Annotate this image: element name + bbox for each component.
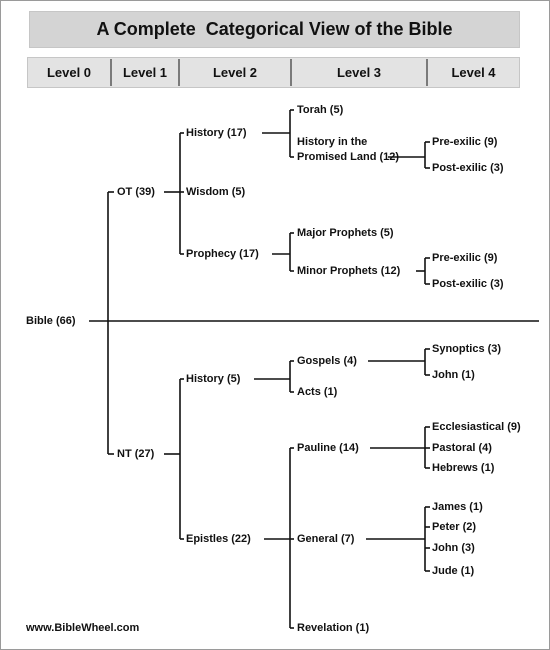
level-separator xyxy=(290,59,292,86)
node-history-post-exilic: Post-exilic (3) xyxy=(432,162,504,174)
level-header-bar: Level 0 Level 1 Level 2 Level 3 Level 4 xyxy=(27,57,520,88)
node-synoptics: Synoptics (3) xyxy=(432,343,502,355)
node-gospel-john: John (1) xyxy=(432,369,475,381)
node-major-prophets: Major Prophets (5) xyxy=(297,227,394,239)
node-acts: Acts (1) xyxy=(297,386,338,398)
node-pauline: Pauline (14) xyxy=(297,442,359,454)
node-ot-history: History (17) xyxy=(186,127,247,139)
level-3-header: Level 3 xyxy=(336,65,382,80)
node-ecclesiastical: Ecclesiastical (9) xyxy=(432,421,521,433)
node-minor-pre-exilic: Pre-exilic (9) xyxy=(432,252,498,264)
level-0-header: Level 0 xyxy=(46,65,92,80)
footer-url: www.BibleWheel.com xyxy=(26,622,140,634)
diagram-title: A Complete Categorical View of the Bible xyxy=(29,11,520,48)
node-revelation: Revelation (1) xyxy=(297,622,370,634)
node-gospels: Gospels (4) xyxy=(297,355,357,367)
node-jude: Jude (1) xyxy=(432,565,475,577)
node-bible: Bible (66) xyxy=(26,314,79,328)
node-peter: Peter (2) xyxy=(432,521,477,533)
node-minor-post-exilic: Post-exilic (3) xyxy=(432,278,504,290)
level-1-header: Level 1 xyxy=(122,65,168,80)
node-epistles: Epistles (22) xyxy=(186,533,251,545)
node-hebrews: Hebrews (1) xyxy=(432,462,495,474)
node-ot: OT (39) xyxy=(117,186,155,198)
node-history-promised-land-line1: History in the xyxy=(297,136,368,148)
node-epistle-john: John (3) xyxy=(432,542,475,554)
node-nt-history: History (5) xyxy=(186,373,241,385)
node-history-pre-exilic: Pre-exilic (9) xyxy=(432,136,498,148)
level-2-header: Level 2 xyxy=(212,65,258,80)
node-pastoral: Pastoral (4) xyxy=(432,442,492,454)
level-separator xyxy=(110,59,112,86)
node-nt: NT (27) xyxy=(117,448,155,460)
node-wisdom: Wisdom (5) xyxy=(186,186,246,198)
level-separator xyxy=(426,59,428,86)
node-general: General (7) xyxy=(297,533,355,545)
node-prophecy: Prophecy (17) xyxy=(186,248,259,260)
node-history-promised-land-line2: Promised Land (12) xyxy=(297,151,400,163)
level-separator xyxy=(178,59,180,86)
level-4-header: Level 4 xyxy=(451,65,496,80)
node-torah: Torah (5) xyxy=(297,104,344,116)
node-minor-prophets: Minor Prophets (12) xyxy=(297,265,401,277)
node-james: James (1) xyxy=(432,501,483,513)
